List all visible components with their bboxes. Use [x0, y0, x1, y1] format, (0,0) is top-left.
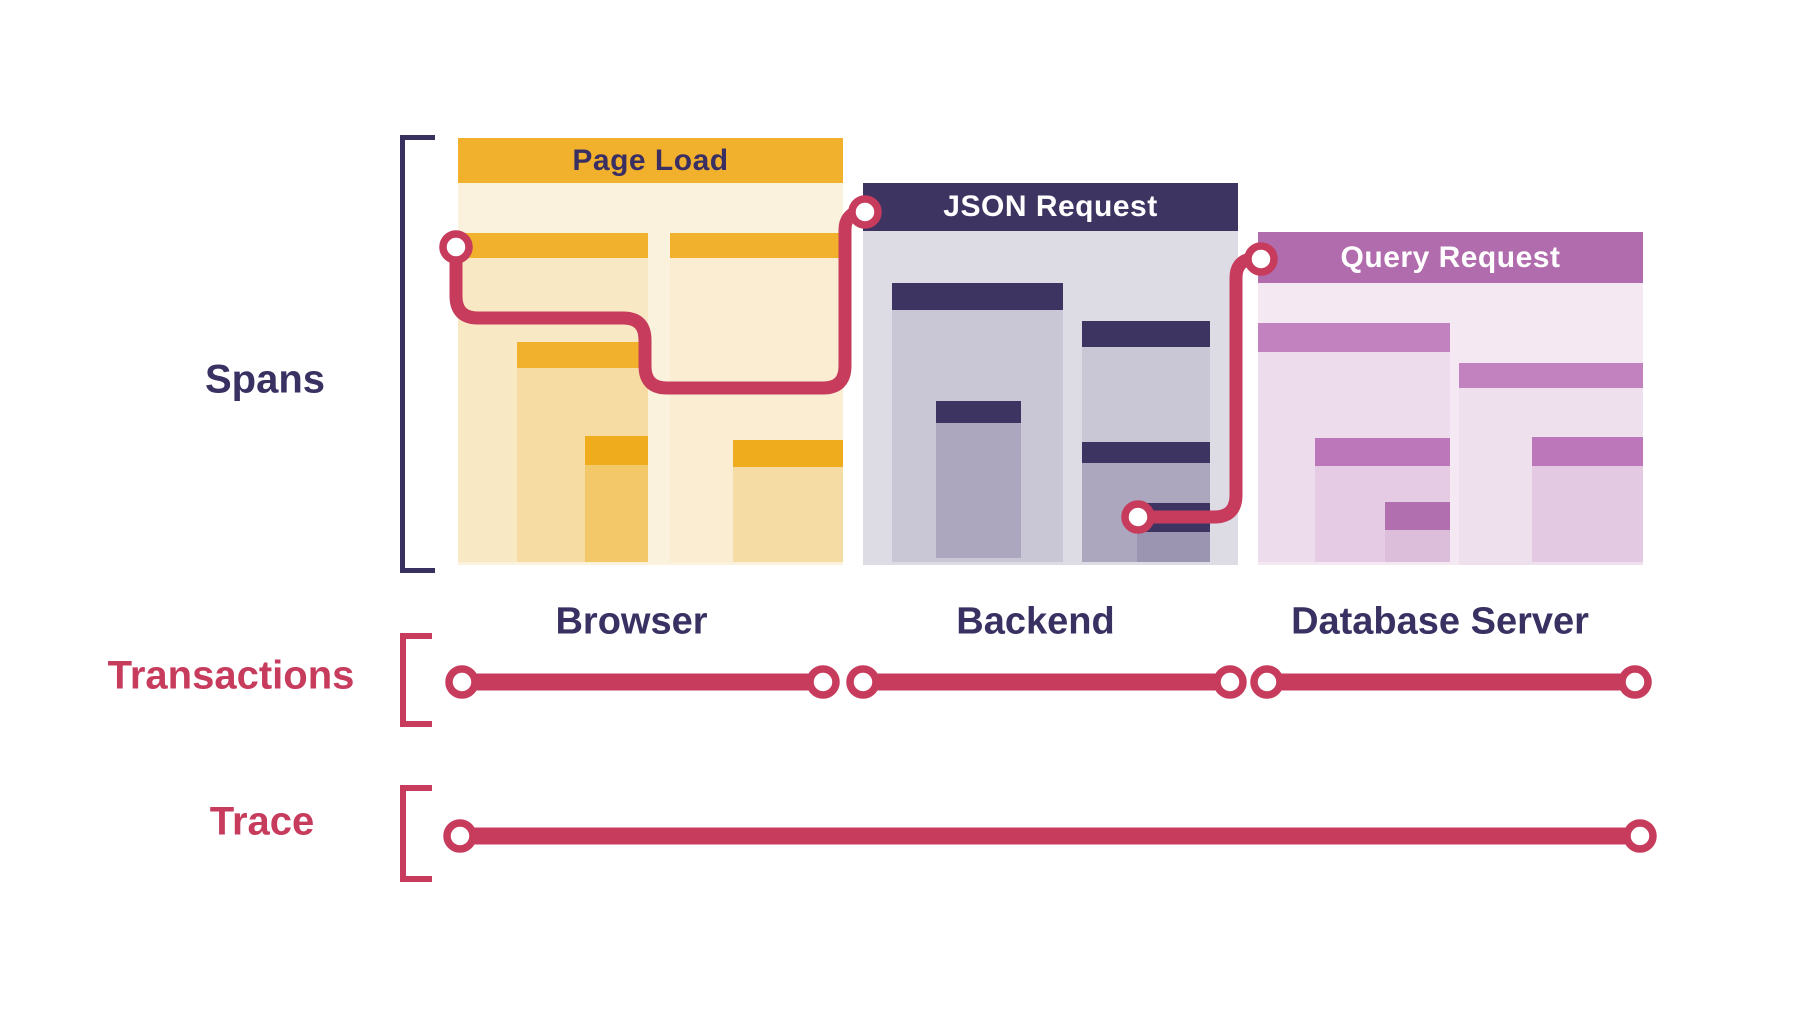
span-bar — [1459, 363, 1643, 388]
transactions-section-label: Transactions — [107, 653, 355, 698]
transactions-bracket — [400, 633, 432, 727]
span-body — [733, 467, 843, 562]
span-body — [936, 423, 1021, 558]
span-bar — [733, 440, 843, 467]
span-bar — [936, 401, 1021, 423]
span-body — [1137, 532, 1210, 562]
span-bar — [1258, 323, 1450, 352]
span-block — [936, 401, 1021, 558]
panel-database: Query Request — [1258, 232, 1643, 565]
panel-title-database: Query Request — [1258, 232, 1643, 283]
span-block — [1532, 437, 1643, 562]
span-bar — [1385, 502, 1450, 530]
panel-title-backend: JSON Request — [863, 183, 1238, 231]
span-body — [1385, 530, 1450, 562]
trace-section-label: Trace — [209, 799, 315, 844]
span-body — [585, 465, 648, 562]
tier-label-backend: Backend — [956, 600, 1115, 643]
span-bar — [1315, 438, 1450, 466]
tier-label-browser: Browser — [555, 600, 708, 643]
spans-section-label: Spans — [204, 357, 326, 402]
span-block — [585, 436, 648, 562]
span-bar — [1532, 437, 1643, 466]
span-bar — [585, 436, 648, 465]
span-block — [733, 440, 843, 562]
tier-label-database: Database Server — [1291, 600, 1589, 643]
trace-bracket — [400, 785, 432, 882]
span-bar — [892, 283, 1063, 310]
span-body — [1532, 466, 1643, 562]
panel-title-browser: Page Load — [458, 138, 843, 183]
spans-bracket — [400, 135, 435, 573]
span-block — [1385, 502, 1450, 562]
